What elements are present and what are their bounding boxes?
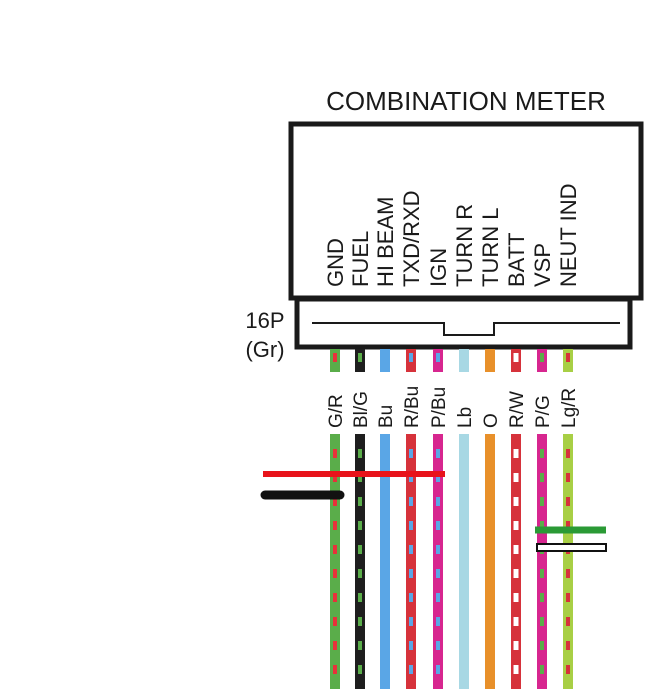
function-label-neut: NEUT IND: [556, 184, 581, 288]
function-label-turnr: TURN R: [452, 204, 477, 287]
wire-color-label-turnr: Lb: [455, 407, 476, 428]
function-label-turnl: TURN L: [478, 208, 503, 287]
white-bus-line: [536, 543, 607, 552]
function-label-fuel: FUEL: [348, 231, 373, 287]
wire-color-label-neut: Lg/R: [559, 388, 580, 428]
wire-color-label-hibeam: Bu: [376, 405, 397, 428]
wire-turnl: [485, 349, 495, 689]
wire-color-label-txd: R/Bu: [402, 386, 423, 428]
wire-color-label-gnd: G/R: [326, 394, 347, 428]
wire-hibeam: [380, 349, 390, 689]
wire-color-label-batt: R/W: [507, 391, 528, 428]
function-label-batt: BATT: [504, 232, 529, 287]
function-label-vsp: VSP: [530, 243, 555, 287]
function-label-ign: IGN: [426, 248, 451, 287]
combination-meter-box: [288, 121, 644, 301]
connector-color: (Gr): [245, 337, 284, 362]
wires: [324, 349, 579, 689]
meter-title: COMBINATION METER: [326, 86, 606, 116]
function-label-hibeam: HI BEAM: [373, 197, 398, 287]
connector-key-outline: [312, 322, 620, 336]
wire-color-label-vsp: P/G: [533, 395, 554, 428]
connector-16p: [294, 296, 633, 350]
wire-color-label-ign: P/Bu: [429, 387, 450, 428]
wire-turnr: [459, 349, 469, 689]
wire-color-label-turnl: O: [481, 413, 502, 428]
function-label-gnd: GND: [323, 238, 348, 287]
connector-pin-count: 16P: [245, 308, 284, 333]
function-label-txd: TXD/RXD: [399, 190, 424, 287]
wire-color-label-fuel: Bl/G: [351, 391, 372, 428]
